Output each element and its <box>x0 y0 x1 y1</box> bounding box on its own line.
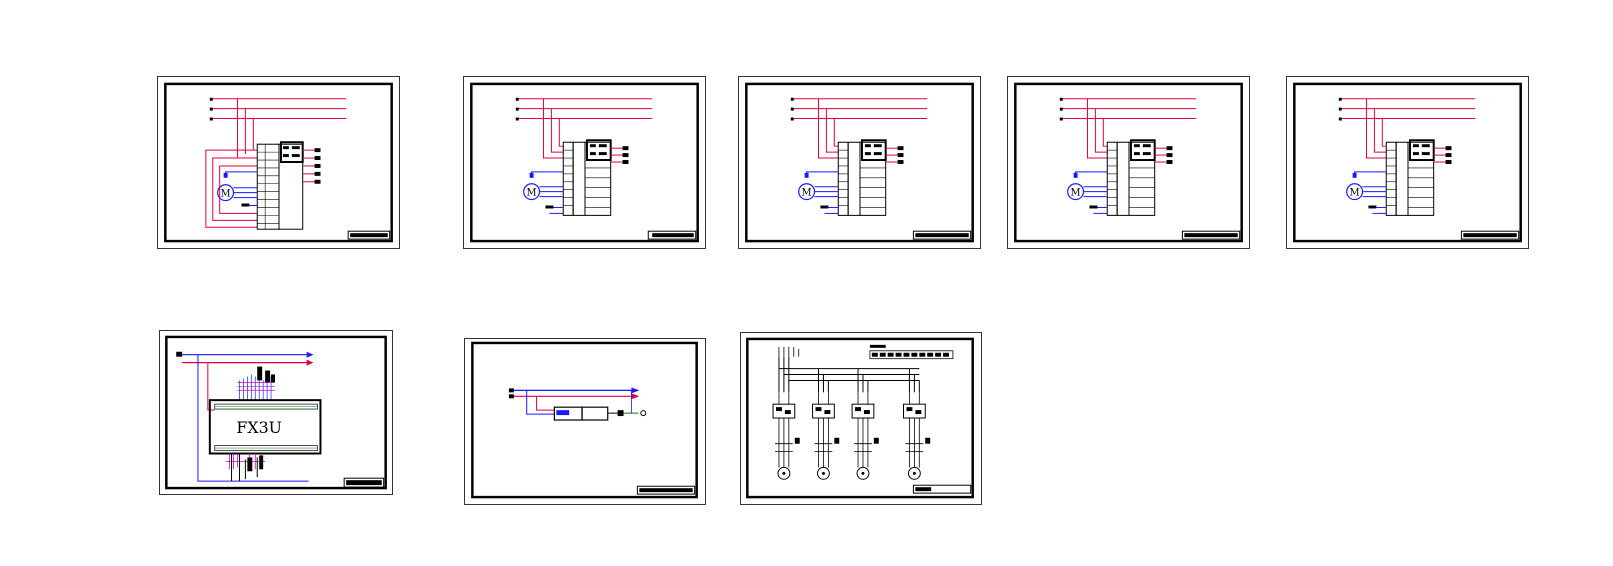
plc-model-label: FX3U <box>236 418 282 437</box>
sheet-motor-circuit-3[interactable]: M <box>738 76 981 249</box>
schematic-drawing: M <box>1014 82 1243 243</box>
sheet-motor-circuit-2[interactable]: M <box>463 76 706 249</box>
schematic-drawing: M <box>164 82 393 243</box>
sheet-power-supply[interactable] <box>464 338 706 505</box>
schematic-drawing: M <box>745 82 974 243</box>
motor-symbol-label: M <box>1350 188 1360 199</box>
schematic-drawing <box>471 341 698 499</box>
sheet-motor-circuit-5[interactable]: M <box>1286 76 1529 249</box>
motor-symbol-label: M <box>802 188 812 199</box>
motor-symbol-label: M <box>527 188 537 199</box>
schematic-drawing: FX3U <box>165 335 387 490</box>
schematic-drawing: M <box>1293 82 1522 243</box>
sheet-plc-wiring[interactable]: FX3U <box>159 330 393 495</box>
motor-symbol-label: M <box>221 189 231 200</box>
schematic-drawing <box>746 337 974 499</box>
sheet-motor-circuit-4[interactable]: M <box>1007 76 1250 249</box>
schematic-drawing: M <box>470 82 699 243</box>
sheet-main-circuit[interactable] <box>740 332 982 505</box>
motor-symbol-label: M <box>1071 188 1081 199</box>
sheet-motor-circuit-1[interactable]: M <box>157 76 400 249</box>
